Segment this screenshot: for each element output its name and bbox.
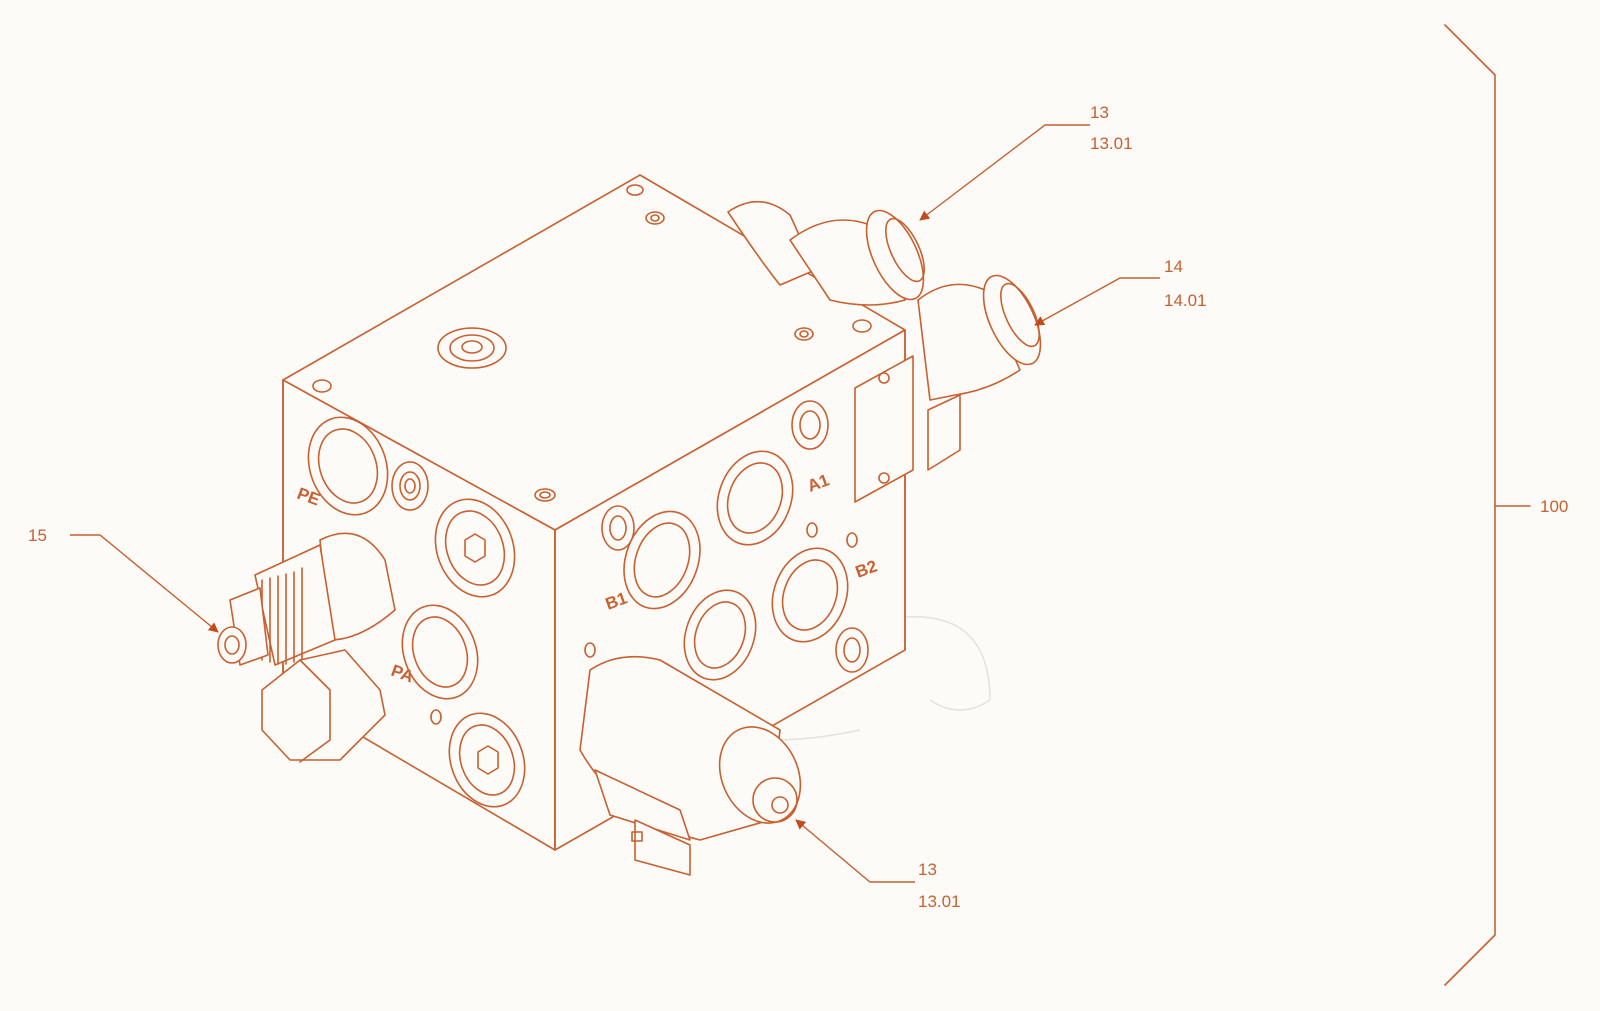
callout-100: 100 <box>1540 497 1568 516</box>
port-pa-ring <box>401 604 479 700</box>
port-b1-ring <box>623 510 701 610</box>
callout-14: 14 <box>1164 257 1183 276</box>
top-small-hole <box>645 211 665 225</box>
port-b2-ring <box>771 547 849 643</box>
port-pe-ring <box>307 416 389 516</box>
leader-13-bottom <box>795 819 915 883</box>
drawing <box>217 24 1531 986</box>
top-plug-inner <box>449 334 495 362</box>
assembly-bracket <box>1444 24 1496 986</box>
leader-lines <box>70 124 1160 883</box>
callout-15: 15 <box>28 526 47 545</box>
top-mounting-hole <box>626 184 644 196</box>
relief-valve <box>217 532 396 666</box>
name-plate <box>854 355 914 503</box>
rear-solenoid-valve <box>727 200 925 306</box>
callout-13-01-top: 13.01 <box>1090 134 1133 153</box>
callout-14-01: 14.01 <box>1164 291 1207 310</box>
callout-13-bottom: 13 <box>918 860 937 879</box>
leader-15 <box>70 534 219 633</box>
leader-13-top <box>919 124 1090 221</box>
callout-13-top: 13 <box>1090 103 1109 122</box>
port-a1-ring <box>716 450 794 546</box>
front-solenoid-valve <box>579 655 802 876</box>
hex-plug <box>261 649 386 763</box>
left-face-plug <box>434 498 516 598</box>
callout-13-01-bottom: 13.01 <box>918 892 961 911</box>
top-plug-outer <box>437 327 507 369</box>
leader-14 <box>1034 277 1160 326</box>
middle-solenoid-valve <box>917 274 1042 471</box>
